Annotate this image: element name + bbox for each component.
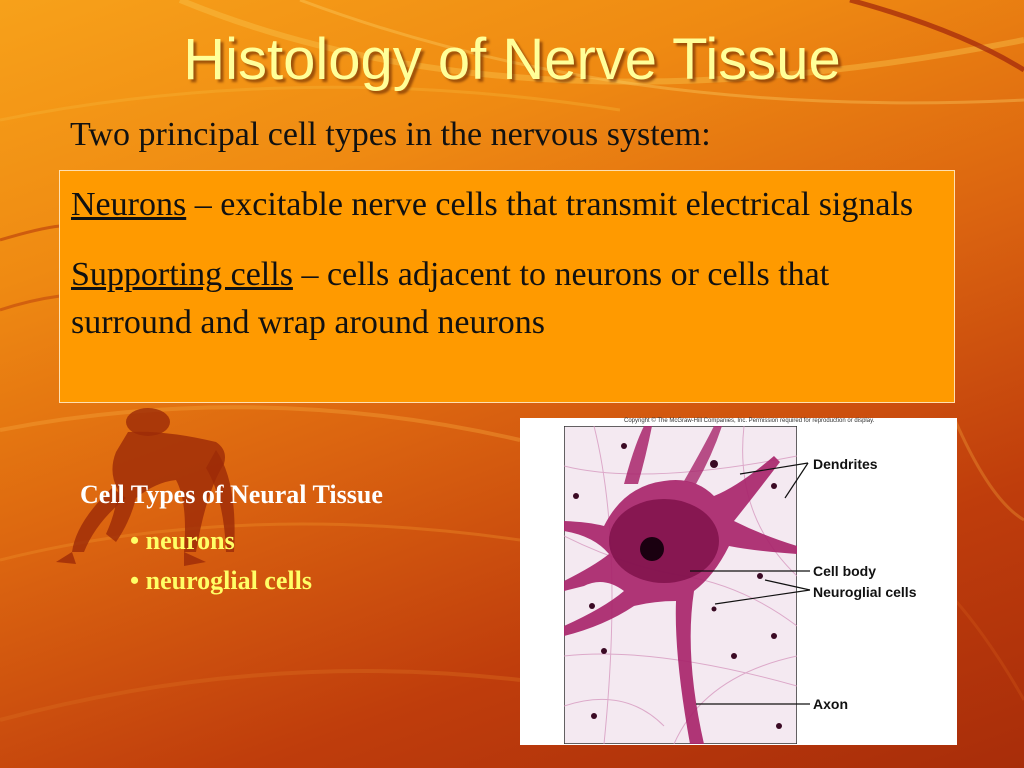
label-cell-body: Cell body — [813, 563, 877, 579]
definition-neurons: Neurons – excitable nerve cells that tra… — [71, 181, 942, 229]
label-neuroglial-cells: Neuroglial cells — [813, 584, 917, 600]
cell-type-item-neurons: • neurons — [130, 526, 235, 555]
micrograph-figure: Copyright © The McGraw-Hill Companies, I… — [520, 418, 957, 745]
label-dendrites: Dendrites — [813, 456, 878, 472]
definition-supporting-cells-text: – cells adjacent to neurons or cells tha… — [71, 256, 830, 341]
label-axon: Axon — [813, 696, 848, 712]
definition-neurons-text: – excitable nerve cells that transmit el… — [186, 186, 914, 223]
definitions-box: Neurons – excitable nerve cells that tra… — [59, 170, 955, 403]
term-neurons: Neurons — [71, 186, 187, 223]
cell-types-list: • neurons • neuroglial cells — [130, 521, 312, 601]
intro-text: Two principal cell types in the nervous … — [70, 116, 711, 153]
runner-silhouette-icon — [56, 408, 235, 566]
cell-type-item-neuroglial: • neuroglial cells — [130, 566, 312, 595]
neuron-micrograph — [564, 426, 797, 744]
figure-copyright: Copyright © The McGraw-Hill Companies, I… — [624, 418, 875, 424]
definition-supporting-cells: Supporting cells – cells adjacent to neu… — [71, 251, 942, 347]
slide-title: Histology of Nerve Tissue — [183, 27, 841, 92]
term-supporting-cells: Supporting cells — [71, 256, 293, 293]
cell-types-heading: Cell Types of Neural Tissue — [80, 480, 383, 509]
